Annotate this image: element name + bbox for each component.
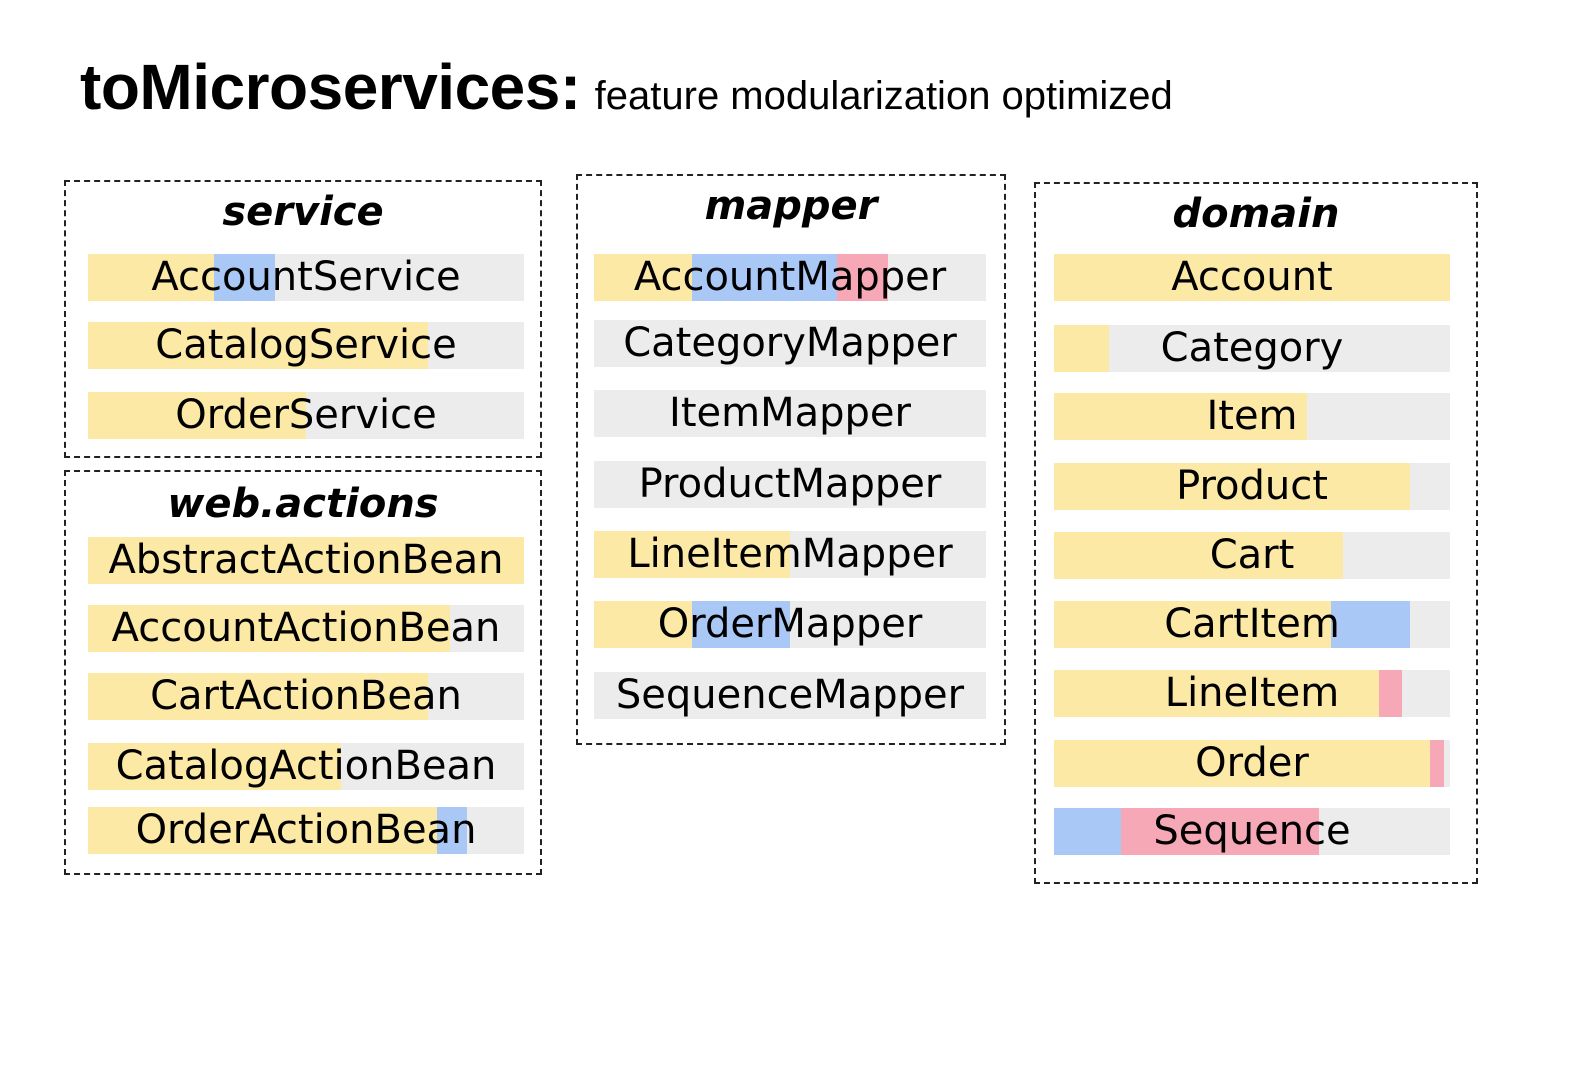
- feature-segment-yellow: [88, 322, 429, 369]
- class-name-label: AbstractActionBean: [108, 537, 504, 583]
- class-name-label: CartItem: [1164, 601, 1340, 647]
- package-name: mapper: [704, 183, 878, 229]
- class-bar-order: Order: [1054, 740, 1450, 787]
- class-bar-orderactionbean: OrderActionBean: [88, 807, 524, 854]
- class-name-label: Product: [1176, 463, 1328, 509]
- class-bar-category: Category: [1054, 325, 1450, 372]
- class-name-label: CatalogActionBean: [115, 743, 497, 789]
- feature-segment-blue: [692, 254, 838, 301]
- class-name-label: Sequence: [1153, 808, 1351, 854]
- feature-segment-blue: [1054, 808, 1122, 855]
- class-bar-itemmapper: ItemMapper: [594, 390, 986, 437]
- class-name-label: LineItem: [1164, 670, 1340, 716]
- class-name-label: Category: [1160, 325, 1344, 371]
- package-domain: domain: [1034, 182, 1478, 884]
- feature-segment-yellow: [1054, 463, 1411, 510]
- feature-segment-pink: [1430, 740, 1445, 787]
- class-name-label: OrderService: [175, 392, 437, 438]
- feature-segment-yellow: [1054, 670, 1379, 717]
- feature-segment-yellow: [88, 673, 429, 720]
- package-name: domain: [1172, 191, 1340, 237]
- class-name-label: Account: [1171, 254, 1333, 300]
- class-name-label: CatalogService: [155, 322, 457, 368]
- feature-segment-pink: [837, 254, 888, 301]
- feature-segment-yellow: [88, 392, 306, 439]
- package-service: service: [64, 180, 542, 458]
- class-bar-productmapper: ProductMapper: [594, 461, 986, 508]
- feature-segment-yellow: [88, 537, 524, 584]
- class-bar-categorymapper: CategoryMapper: [594, 320, 986, 367]
- feature-segment-blue: [214, 254, 276, 301]
- class-bar-lineitem: LineItem: [1054, 670, 1450, 717]
- class-bar-sequencemapper: SequenceMapper: [594, 672, 986, 719]
- class-name-label: Cart: [1209, 532, 1295, 578]
- feature-segment-blue: [692, 601, 790, 648]
- class-bar-cartactionbean: CartActionBean: [88, 673, 524, 720]
- feature-segment-pink: [1121, 808, 1320, 855]
- feature-segment-pink: [1378, 670, 1403, 717]
- class-bar-cart: Cart: [1054, 532, 1450, 579]
- class-bar-sequence: Sequence: [1054, 808, 1450, 855]
- class-name-label: CartActionBean: [150, 673, 462, 719]
- class-name-label: ProductMapper: [638, 461, 942, 507]
- class-name-label: Order: [1195, 740, 1309, 786]
- feature-segment-yellow: [1054, 532, 1344, 579]
- class-bar-accountactionbean: AccountActionBean: [88, 605, 524, 652]
- class-bar-catalogactionbean: CatalogActionBean: [88, 743, 524, 790]
- class-name-label: OrderActionBean: [135, 807, 477, 853]
- class-name-label: AccountMapper: [633, 254, 947, 300]
- feature-segment-yellow: [1054, 325, 1110, 372]
- class-bar-lineitemmapper: LineItemMapper: [594, 531, 986, 578]
- class-name-label: AccountService: [151, 254, 461, 300]
- package-web-actions: web.actions: [64, 470, 542, 875]
- diagram-title: toMicroservices: feature modularization o…: [80, 50, 1173, 124]
- class-name-label: OrderMapper: [657, 601, 923, 647]
- title-main: toMicroservices:: [80, 51, 581, 123]
- feature-segment-yellow: [1054, 254, 1450, 301]
- title-subtitle: feature modularization optimized: [594, 74, 1173, 118]
- feature-segment-yellow: [88, 254, 215, 301]
- feature-segment-yellow: [594, 601, 692, 648]
- class-bar-abstractactionbean: AbstractActionBean: [88, 537, 524, 584]
- feature-segment-yellow: [1054, 393, 1308, 440]
- feature-segment-blue: [436, 807, 468, 854]
- feature-segment-blue: [1331, 601, 1411, 648]
- class-bar-ordermapper: OrderMapper: [594, 601, 986, 648]
- feature-segment-yellow: [88, 807, 437, 854]
- feature-segment-yellow: [594, 254, 692, 301]
- package-mapper: mapper: [576, 174, 1006, 745]
- package-name: service: [222, 189, 384, 235]
- feature-segment-yellow: [88, 605, 450, 652]
- class-name-label: Item: [1206, 393, 1298, 439]
- class-bar-orderservice: OrderService: [88, 392, 524, 439]
- feature-segment-yellow: [1054, 601, 1332, 648]
- feature-segment-yellow: [1054, 740, 1431, 787]
- feature-segment-yellow: [88, 743, 341, 790]
- class-name-label: SequenceMapper: [615, 672, 965, 718]
- class-bar-account: Account: [1054, 254, 1450, 301]
- class-bar-catalogservice: CatalogService: [88, 322, 524, 369]
- package-name: web.actions: [167, 481, 439, 527]
- class-bar-accountmapper: AccountMapper: [594, 254, 986, 301]
- feature-segment-yellow: [594, 531, 790, 578]
- class-name-label: LineItemMapper: [627, 531, 953, 577]
- class-name-label: AccountActionBean: [111, 605, 501, 651]
- class-bar-item: Item: [1054, 393, 1450, 440]
- class-bar-product: Product: [1054, 463, 1450, 510]
- class-bar-accountservice: AccountService: [88, 254, 524, 301]
- class-bar-cartitem: CartItem: [1054, 601, 1450, 648]
- class-name-label: ItemMapper: [669, 390, 911, 436]
- class-name-label: CategoryMapper: [623, 320, 957, 366]
